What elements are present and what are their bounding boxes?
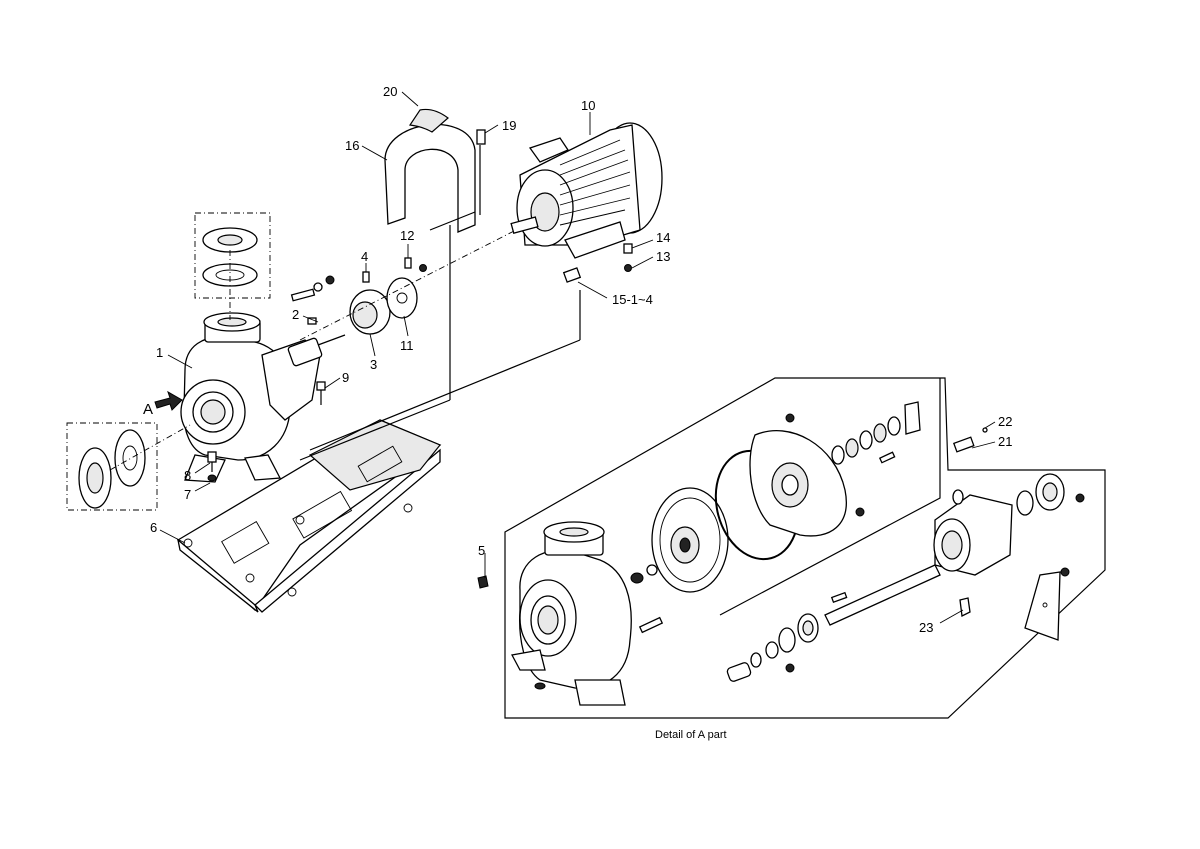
- impeller: [630, 487, 729, 634]
- label-15: 15-1~4: [612, 292, 653, 307]
- bearing-bracket: [933, 427, 1085, 576]
- detail-caption: Detail of A part: [655, 729, 727, 741]
- label-14: 14: [656, 230, 670, 245]
- detail-frame: [504, 377, 1106, 719]
- motor: [309, 122, 663, 451]
- base-plate: [176, 419, 442, 613]
- bearing-housing: [261, 334, 346, 421]
- small-bolts: [207, 381, 326, 482]
- label-4: 4: [361, 249, 368, 264]
- label-8: 8: [184, 468, 191, 483]
- view-a-arrow: A: [143, 390, 183, 418]
- label-20: 20: [383, 84, 397, 99]
- side-flange-group: [66, 422, 191, 511]
- casing-cover: [749, 413, 865, 537]
- label-6: 6: [150, 520, 157, 535]
- label-1: 1: [156, 345, 163, 360]
- label-10: 10: [581, 98, 595, 113]
- part-labels: 1 2 3 4 5 6 7 8 9 10 11 12 13 14 15-1~4 …: [150, 84, 1012, 635]
- label-3: 3: [370, 357, 377, 372]
- top-flange-group: [194, 212, 271, 320]
- detail-casing: [477, 521, 632, 706]
- label-5: 5: [478, 543, 485, 558]
- label-12: 12: [400, 228, 414, 243]
- label-19: 19: [502, 118, 516, 133]
- pump-casing: [180, 312, 292, 483]
- label-23: 23: [919, 620, 933, 635]
- label-22: 22: [998, 414, 1012, 429]
- label-13: 13: [656, 249, 670, 264]
- label-2: 2: [292, 307, 299, 322]
- label-21: 21: [998, 434, 1012, 449]
- coupling-guard: [299, 108, 486, 461]
- label-7: 7: [184, 487, 191, 502]
- view-a-label: A: [143, 401, 153, 418]
- label-16: 16: [345, 138, 359, 153]
- leader-lines: [159, 91, 996, 624]
- label-11: 11: [400, 338, 414, 353]
- support-foot: [1024, 567, 1070, 641]
- seal-rings: [831, 401, 921, 465]
- label-9: 9: [342, 370, 349, 385]
